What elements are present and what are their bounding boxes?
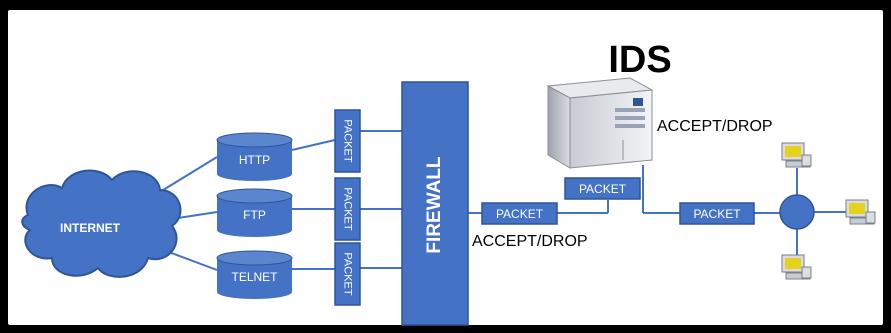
packet-label: PACKET xyxy=(693,207,741,221)
packet-label: PACKET xyxy=(342,119,354,162)
link-internet-http xyxy=(154,156,218,196)
desktop-computer-icon xyxy=(781,254,812,280)
packet-box-after-firewall: PACKET xyxy=(481,202,558,225)
network-hub-icon xyxy=(779,194,815,230)
packet-box-to-ids: PACKET xyxy=(564,177,641,200)
packet-box-vertical-1: PACKET xyxy=(334,109,361,173)
telnet-label: TELNET xyxy=(231,270,278,284)
firewall-label: FIREWALL xyxy=(424,156,445,253)
desktop-computer-icon xyxy=(781,142,812,168)
ftp-service-icon: FTP xyxy=(216,188,293,237)
packet-label: PACKET xyxy=(496,207,544,221)
link-http-packet xyxy=(291,139,336,151)
firewall-block: FIREWALL xyxy=(401,81,469,326)
ftp-label: FTP xyxy=(243,208,266,222)
packet-label: PACKET xyxy=(579,182,627,196)
ids-accept-drop-label: ACCEPT/DROP xyxy=(657,118,773,135)
internet-label: INTERNET xyxy=(60,221,121,235)
packet-box-vertical-2: PACKET xyxy=(334,177,361,241)
packet-box-to-lan: PACKET xyxy=(679,202,755,225)
packet-label: PACKET xyxy=(342,187,354,230)
desktop-computer-icon xyxy=(845,199,876,225)
http-label: HTTP xyxy=(239,153,270,167)
http-service-icon: HTTP xyxy=(216,132,293,181)
packet-label: PACKET xyxy=(342,252,354,295)
firewall-accept-drop-label: ACCEPT/DROP xyxy=(472,233,588,250)
telnet-service-icon: TELNET xyxy=(216,250,293,299)
internet-cloud-icon: INTERNET xyxy=(21,169,182,278)
ids-title: IDS xyxy=(608,39,671,81)
packet-box-vertical-3: PACKET xyxy=(334,242,361,306)
server-tower-icon xyxy=(546,77,654,169)
